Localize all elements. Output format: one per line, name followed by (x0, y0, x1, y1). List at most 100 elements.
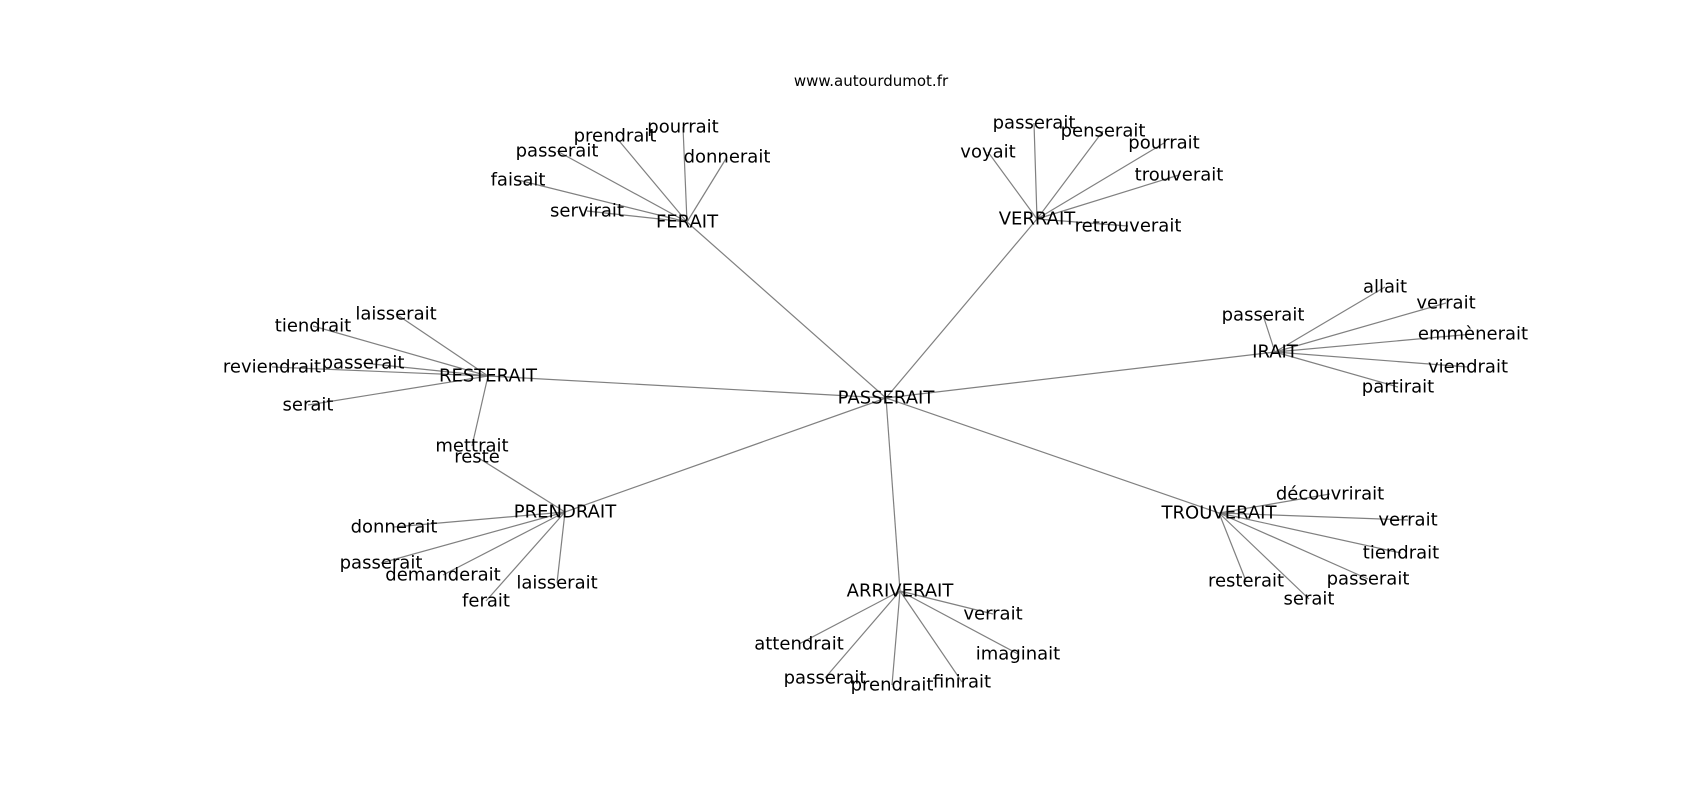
leaf-node-label[interactable]: laisserait (355, 304, 436, 325)
leaf-node-label[interactable]: verrait (963, 604, 1022, 625)
hub-node-label[interactable]: FERAIT (656, 212, 719, 233)
edge-irait-5 (1274, 351, 1399, 388)
edge-arriverait-0 (899, 590, 994, 615)
leaf-node-label[interactable]: passerait (340, 553, 423, 574)
hub-node-label[interactable]: IRAIT (1252, 342, 1299, 363)
edge-prendrait-4 (485, 511, 566, 602)
center-node-label[interactable]: PASSERAIT (838, 388, 936, 409)
leaf-node-label[interactable]: finirait (933, 672, 991, 693)
edge-ferait-5 (586, 210, 688, 223)
leaf-node-label[interactable]: tiendrait (1363, 543, 1439, 564)
edge-prendrait-5 (556, 511, 566, 584)
leaf-node-label[interactable]: serait (1284, 589, 1335, 610)
edge-arriverait-5 (899, 590, 963, 683)
leaf-node-label[interactable]: découvrirait (1276, 484, 1384, 505)
hub-node-label[interactable]: RESTERAIT (439, 366, 538, 387)
edge-center-resterait (487, 375, 887, 399)
leaf-node-label[interactable]: voyait (960, 142, 1015, 163)
leaf-node-label[interactable]: laisserait (516, 573, 597, 594)
edge-trouverait-4 (1218, 512, 1247, 582)
leaf-node-label[interactable]: imaginait (976, 644, 1061, 665)
leaf-node-label[interactable]: prendrait (851, 675, 934, 696)
edge-resterait-2 (362, 362, 489, 377)
edge-verrait-3 (1036, 142, 1165, 220)
leaf-node-label[interactable]: passerait (516, 141, 599, 162)
leaf-node-label[interactable]: passerait (993, 113, 1076, 134)
edge-prendrait-2 (380, 511, 566, 564)
leaf-node-label[interactable]: tiendrait (275, 316, 351, 337)
leaf-node-label[interactable]: resterait (1208, 571, 1284, 592)
edge-arriverait-3 (824, 590, 901, 679)
leaf-node-label[interactable]: reste (454, 447, 500, 468)
leaf-node-label[interactable]: trouverait (1135, 165, 1224, 186)
edge-ferait-4 (517, 179, 688, 223)
leaf-node-label[interactable]: verrait (1416, 293, 1475, 314)
hub-node-label[interactable]: TROUVERAIT (1161, 503, 1278, 524)
edge-arriverait-4 (891, 590, 901, 686)
edge-irait-2 (1262, 314, 1276, 353)
hub-node-label[interactable]: PRENDRAIT (514, 502, 617, 523)
leaf-node-label[interactable]: mettrait (435, 436, 508, 457)
edge-center-ferait (686, 221, 887, 399)
edge-verrait-1 (1036, 130, 1104, 220)
edge-verrait-5 (1036, 218, 1129, 227)
edge-resterait-3 (271, 366, 489, 377)
leaf-node-label[interactable]: ferait (462, 591, 510, 612)
leaf-node-label[interactable]: partirait (1362, 377, 1434, 398)
edge-verrait-4 (1036, 174, 1180, 220)
edge-resterait-4 (307, 375, 489, 406)
edge-verrait-2 (987, 151, 1038, 220)
edge-irait-0 (1274, 286, 1386, 353)
leaf-node-label[interactable]: pourrait (647, 117, 718, 138)
edge-center-trouverait (885, 397, 1220, 514)
leaf-node-label[interactable]: donnerait (351, 517, 438, 538)
edge-arriverait-1 (798, 590, 901, 645)
leaf-node-label[interactable]: donnerait (684, 147, 771, 168)
leaf-node-label[interactable]: retrouverait (1075, 216, 1182, 237)
graph-labels: PASSERAITFERAITpourraitprendraitpasserai… (223, 113, 1528, 696)
leaf-node-label[interactable]: allait (1363, 277, 1407, 298)
leaf-node-label[interactable]: attendrait (754, 634, 844, 655)
hub-node-label[interactable]: ARRIVERAIT (847, 581, 955, 602)
edge-resterait-5 (471, 375, 489, 447)
leaf-node-label[interactable]: viendrait (1428, 357, 1508, 378)
leaf-node-label[interactable]: serait (283, 395, 334, 416)
hub-node-label[interactable]: VERRAIT (999, 209, 1077, 230)
edge-prendrait-3 (442, 511, 566, 576)
edge-trouverait-0 (1218, 493, 1331, 514)
edge-trouverait-2 (1218, 512, 1402, 554)
leaf-node-label[interactable]: servirait (550, 201, 624, 222)
edge-resterait-1 (312, 325, 489, 377)
edge-trouverait-3 (1218, 512, 1369, 580)
edge-center-prendrait (564, 397, 887, 513)
edge-verrait-0 (1033, 122, 1038, 220)
edge-irait-3 (1274, 333, 1474, 353)
edge-prendrait-1 (393, 511, 566, 528)
leaf-node-label[interactable]: passerait (784, 668, 867, 689)
leaf-node-label[interactable]: verrait (1378, 510, 1437, 531)
leaf-node-label[interactable]: passerait (1327, 569, 1410, 590)
leaf-node-label[interactable]: passerait (1222, 305, 1305, 326)
edge-ferait-2 (556, 150, 688, 223)
edge-arriverait-2 (899, 590, 1019, 655)
edge-center-irait (885, 351, 1276, 399)
edge-trouverait-5 (1218, 512, 1310, 600)
edge-trouverait-1 (1218, 512, 1409, 521)
edge-resterait-0 (395, 313, 489, 377)
edge-ferait-1 (614, 135, 688, 223)
leaf-node-label[interactable]: penserait (1061, 121, 1146, 142)
edge-center-arriverait (885, 397, 901, 592)
leaf-node-label[interactable]: passerait (322, 353, 405, 374)
leaf-node-label[interactable]: pourrait (1128, 133, 1199, 154)
edge-irait-4 (1274, 351, 1469, 368)
edge-ferait-0 (682, 126, 688, 223)
leaf-node-label[interactable]: prendrait (574, 126, 657, 147)
leaf-node-label[interactable]: faisait (491, 170, 546, 191)
leaf-node-label[interactable]: reviendrait (223, 357, 321, 378)
edge-center-verrait (885, 218, 1038, 399)
edge-ferait-3 (686, 156, 728, 223)
leaf-node-label[interactable]: emmènerait (1418, 324, 1528, 345)
edge-prendrait-0 (476, 456, 566, 513)
leaf-node-label[interactable]: demanderait (385, 565, 500, 586)
